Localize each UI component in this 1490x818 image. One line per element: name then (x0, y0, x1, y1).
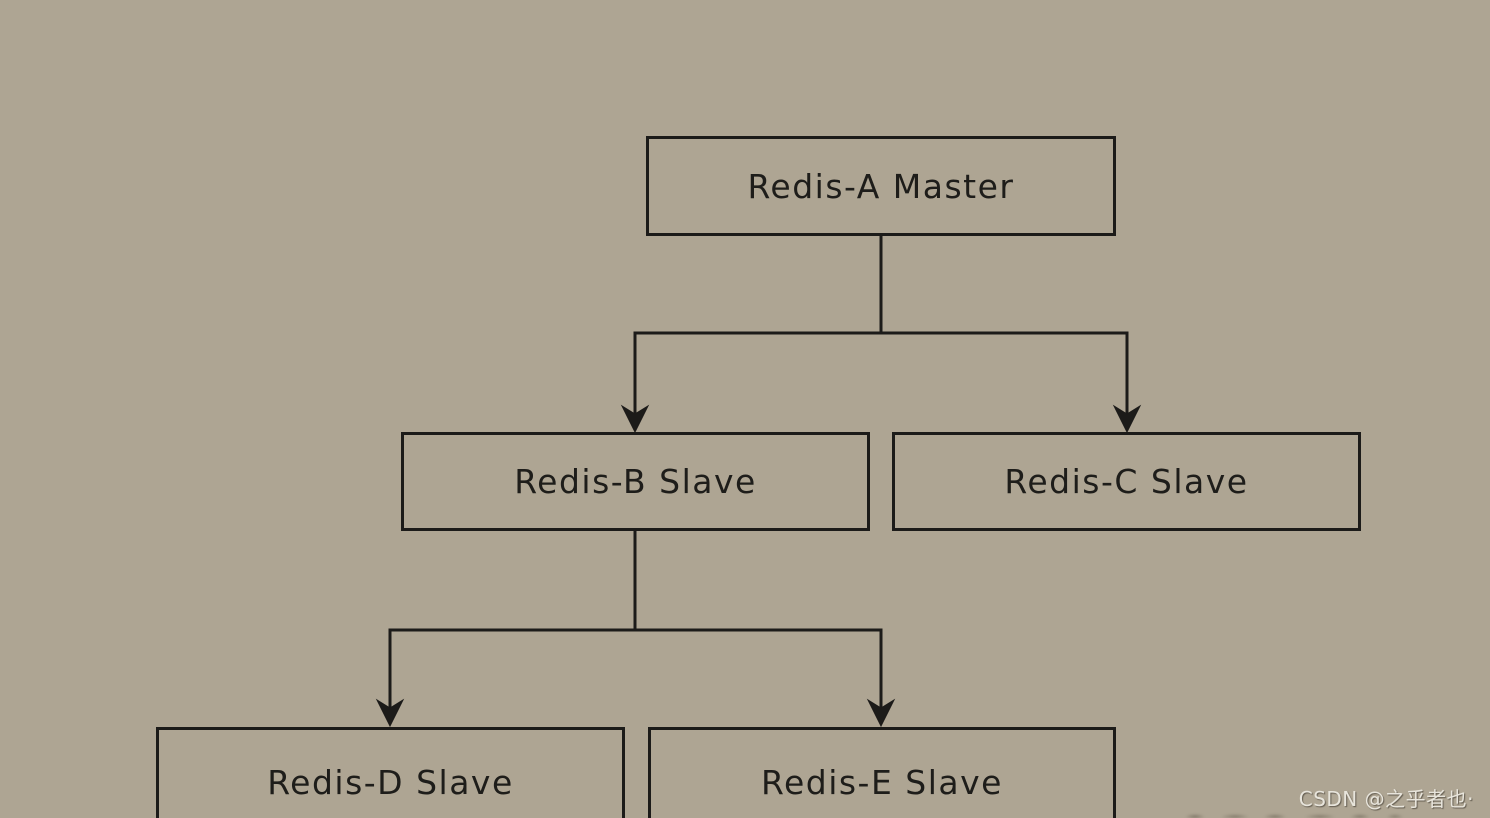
edge-a-c (879, 236, 1129, 428)
edge-a-b (633, 236, 883, 428)
edge-b-e (633, 531, 883, 722)
node-redis-b-slave: Redis-B Slave (401, 432, 870, 531)
csdn-watermark: CSDN @之乎者也· (1298, 787, 1474, 811)
node-label: Redis-C Slave (1004, 462, 1249, 501)
node-redis-d-slave: Redis-D Slave (156, 727, 625, 818)
node-redis-c-slave: Redis-C Slave (892, 432, 1361, 531)
arrowhead-icon (866, 698, 896, 728)
node-redis-e-slave: Redis-E Slave (648, 727, 1116, 818)
node-label: Redis-A Master (747, 166, 1015, 206)
node-label: Redis-E Slave (761, 762, 1003, 802)
arrowhead-icon (1112, 404, 1142, 434)
edge-b-d (388, 531, 637, 722)
node-label: Redis-D Slave (267, 762, 514, 802)
faint-watermark-remnant (1180, 811, 1420, 818)
arrowhead-icon (375, 698, 405, 728)
node-label: Redis-B Slave (514, 462, 757, 501)
node-redis-a-master: Redis-A Master (646, 136, 1116, 236)
arrowhead-icon (620, 404, 650, 434)
